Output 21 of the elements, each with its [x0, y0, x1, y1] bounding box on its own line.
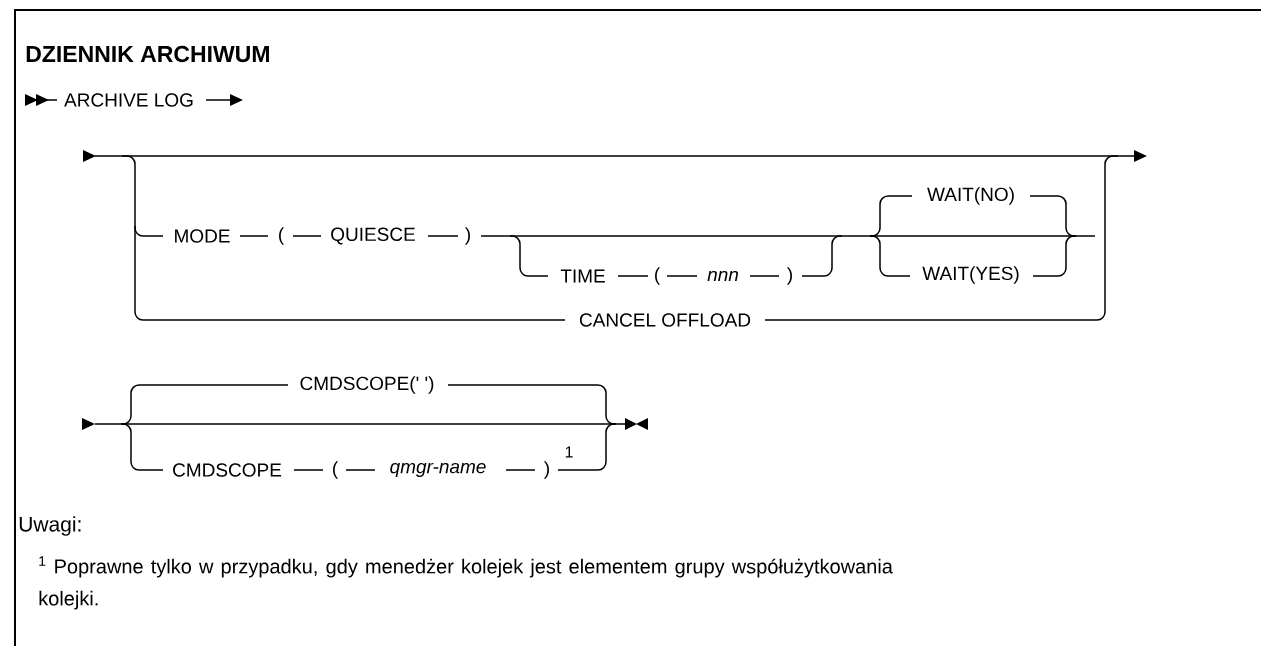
keyword: ( [279, 227, 285, 245]
keyword: CMDSCOPE(' ') [300, 376, 434, 394]
keyword: WAIT(YES) [922, 266, 1019, 284]
keyword: MODE [175, 229, 230, 243]
keyword: ARCHIVE LOG [64, 93, 193, 107]
variable: qmgr-name [390, 462, 486, 478]
keyword: TIME [560, 269, 605, 283]
keyword: ) [543, 461, 549, 479]
keyword: CANCEL OFFLOAD [579, 313, 751, 327]
diagram-title: DZIENNIK ARCHIWUM [26, 45, 269, 63]
keyword: QUIESCE [331, 227, 415, 245]
variable: nnn [707, 270, 738, 282]
keyword: CMDSCOPE [173, 463, 282, 477]
keyword: ( [655, 267, 661, 285]
footnote-text: $^{1}$ Poprawne tylko w przypadku, gdy menedżer kolejek jest elementem grupy współużytkowania kolejki. [39, 556, 893, 610]
notes-heading: Uwagi: [19, 516, 81, 536]
keyword: ) [786, 267, 792, 285]
keyword: ) [464, 227, 470, 245]
footnote-mark: 1 [565, 446, 573, 458]
keyword: WAIT(NO) [927, 187, 1014, 205]
keyword: ( [333, 461, 339, 479]
